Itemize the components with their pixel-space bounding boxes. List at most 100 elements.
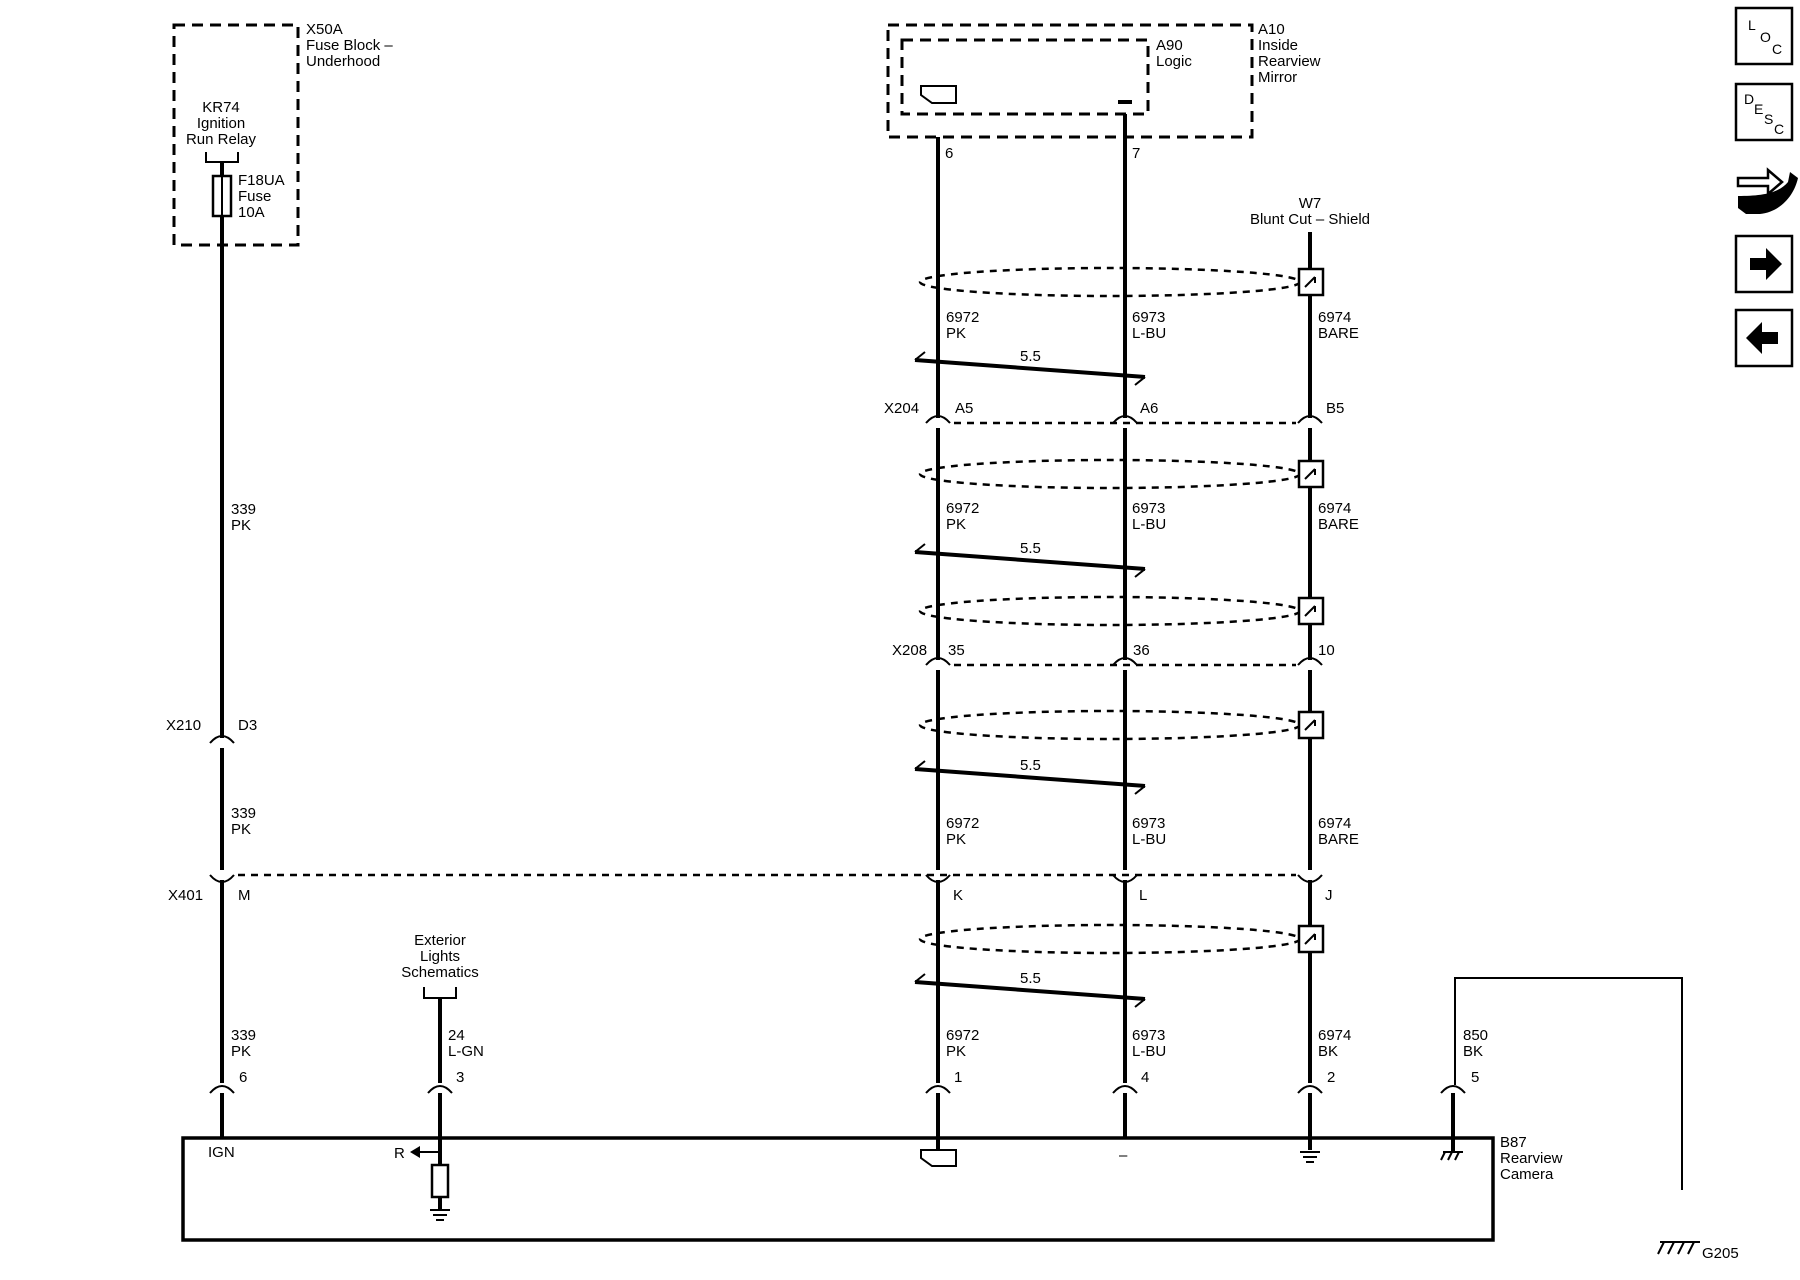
wire-6973-color-2: L-BU [1132, 516, 1166, 533]
desc-letter-e: E [1754, 101, 1763, 117]
camera-pin-drain: 2 [1327, 1069, 1335, 1086]
chassis-ground-icon [1657, 1241, 1700, 1255]
wire-6974-color-2: BARE [1318, 516, 1359, 533]
connector-x401-id: X401 [168, 887, 203, 904]
wire-24-color: L-GN [448, 1043, 484, 1060]
ground-g205: G205 [1657, 1241, 1739, 1262]
exterior-ref-label-1: Exterior [414, 932, 466, 949]
fuse-label-1: F18UA [238, 172, 285, 189]
connector-x204-pin-1: A5 [955, 400, 973, 417]
shield-ellipse-5 [918, 923, 1302, 955]
exterior-ref-label-2: Lights [420, 948, 460, 965]
wire-labels: 339 PK 339 PK 339 PK 24 L-GN 6972 PK 697… [231, 309, 1488, 1060]
wire-6972-color-3: PK [946, 831, 966, 848]
shield-ellipse-2 [918, 458, 1302, 490]
arrow-left-nav-icon [1746, 322, 1778, 354]
logic-name: Logic [1156, 53, 1192, 70]
mirror-id: A10 [1258, 21, 1285, 38]
twisted-pair-3 [914, 767, 1146, 788]
wire-6974-color-4: BK [1318, 1043, 1338, 1060]
camera-pin-gnd: 5 [1471, 1069, 1479, 1086]
wire-6972-color-1: PK [946, 325, 966, 342]
mirror-name-3: Mirror [1258, 69, 1297, 86]
shield-id: W7 [1299, 195, 1322, 212]
next-page-button[interactable] [1734, 234, 1794, 294]
wrench-hand-icon [1738, 172, 1798, 214]
camera-pin-sig: 1 [954, 1069, 962, 1086]
twist-label-2: 5.5 [1020, 540, 1041, 557]
connector-x401-pin-m: M [238, 887, 251, 904]
wire-6973-color-1: L-BU [1132, 325, 1166, 342]
camera-name-2: Camera [1500, 1166, 1554, 1183]
exterior-ref-label-3: Schematics [401, 964, 479, 981]
wire-6974-num-2: 6974 [1318, 500, 1351, 517]
camera-pin-low: 4 [1141, 1069, 1149, 1086]
connector-x210-pin: D3 [238, 717, 257, 734]
camera-r-label: R [394, 1145, 405, 1162]
camera-name-1: Rearview [1500, 1150, 1563, 1167]
shield-drain-icon-5 [1297, 924, 1325, 954]
resistor-icon [430, 1163, 450, 1199]
arrow-left-icon [410, 1146, 420, 1158]
mirror-pin-low: 7 [1132, 145, 1140, 162]
twist-label-1: 5.5 [1020, 348, 1041, 365]
relay-label-1: KR74 [202, 99, 240, 116]
camera-low-label: – [1119, 1147, 1128, 1164]
wire-6973-color-3: L-BU [1132, 831, 1166, 848]
wire-6974-num-4: 6974 [1318, 1027, 1351, 1044]
previous-page-button[interactable] [1734, 308, 1794, 368]
wire-6974-color-1: BARE [1318, 325, 1359, 342]
twisted-pair-4 [914, 980, 1146, 1001]
camera-connector-symbol [209, 1085, 1466, 1094]
loc-letter-o: O [1760, 29, 1771, 45]
twisted-pair-markers: 5.5 5.5 5.5 5.5 [914, 348, 1146, 1008]
wire-6973-num-1: 6973 [1132, 309, 1165, 326]
camera-pin-ign: 6 [239, 1069, 247, 1086]
loc-letter-l: L [1748, 17, 1756, 33]
fuse-block-name-1: Fuse Block – [306, 37, 393, 54]
connector-x401-pin-k: K [953, 887, 963, 904]
rearview-camera: B87 Rearview Camera IGN R – [181, 1134, 1563, 1242]
connector-x210-symbol [209, 735, 235, 744]
shield-ellipse-1 [918, 266, 1302, 298]
camera-ign-label: IGN [208, 1144, 235, 1161]
ground-id: G205 [1702, 1245, 1739, 1262]
description-button[interactable]: D E S C [1734, 82, 1794, 142]
connector-end-view-icon [1736, 167, 1784, 197]
wire-runs [220, 114, 1683, 1190]
location-button[interactable]: L O C [1734, 6, 1794, 66]
connector-x401-pin-l: L [1139, 887, 1147, 904]
wire-339-num-1: 339 [231, 501, 256, 518]
connector-x204-id: X204 [884, 400, 919, 417]
connector-x401-pin-j: J [1325, 887, 1333, 904]
desc-letter-d: D [1744, 91, 1754, 107]
exterior-lights-ref-icon [423, 987, 457, 999]
connector-x208-pin-1: 35 [948, 642, 965, 659]
mirror-pin-signal: 6 [945, 145, 953, 162]
twisted-pair-2 [914, 550, 1146, 571]
relay-label-3: Run Relay [186, 131, 257, 148]
camera-pin-r: 3 [456, 1069, 464, 1086]
connector-x210-id: X210 [166, 717, 201, 734]
wire-6973-num-4: 6973 [1132, 1027, 1165, 1044]
connector-x208-id: X208 [892, 642, 927, 659]
twist-label-3: 5.5 [1020, 757, 1041, 774]
wire-339-color-1: PK [231, 517, 251, 534]
video-signal-icon-camera [920, 1149, 957, 1167]
ground-icon-drain [1300, 1151, 1320, 1163]
logic-id: A90 [1156, 37, 1183, 54]
shield-ellipse-3 [918, 595, 1302, 627]
connector-x204-pin-2: A6 [1140, 400, 1158, 417]
desc-letter-s: S [1764, 111, 1773, 127]
connector-x204-pin-3: B5 [1326, 400, 1344, 417]
wire-339-color-3: PK [231, 1043, 251, 1060]
wire-6972-color-4: PK [946, 1043, 966, 1060]
desc-letter-c2: C [1774, 121, 1784, 137]
connector-x208-pin-2: 36 [1133, 642, 1150, 659]
wire-339-color-2: PK [231, 821, 251, 838]
wire-6972-color-2: PK [946, 516, 966, 533]
connector-end-view-button[interactable] [1736, 167, 1798, 214]
wire-850-num: 850 [1463, 1027, 1488, 1044]
fuse-label-3: 10A [238, 204, 265, 221]
